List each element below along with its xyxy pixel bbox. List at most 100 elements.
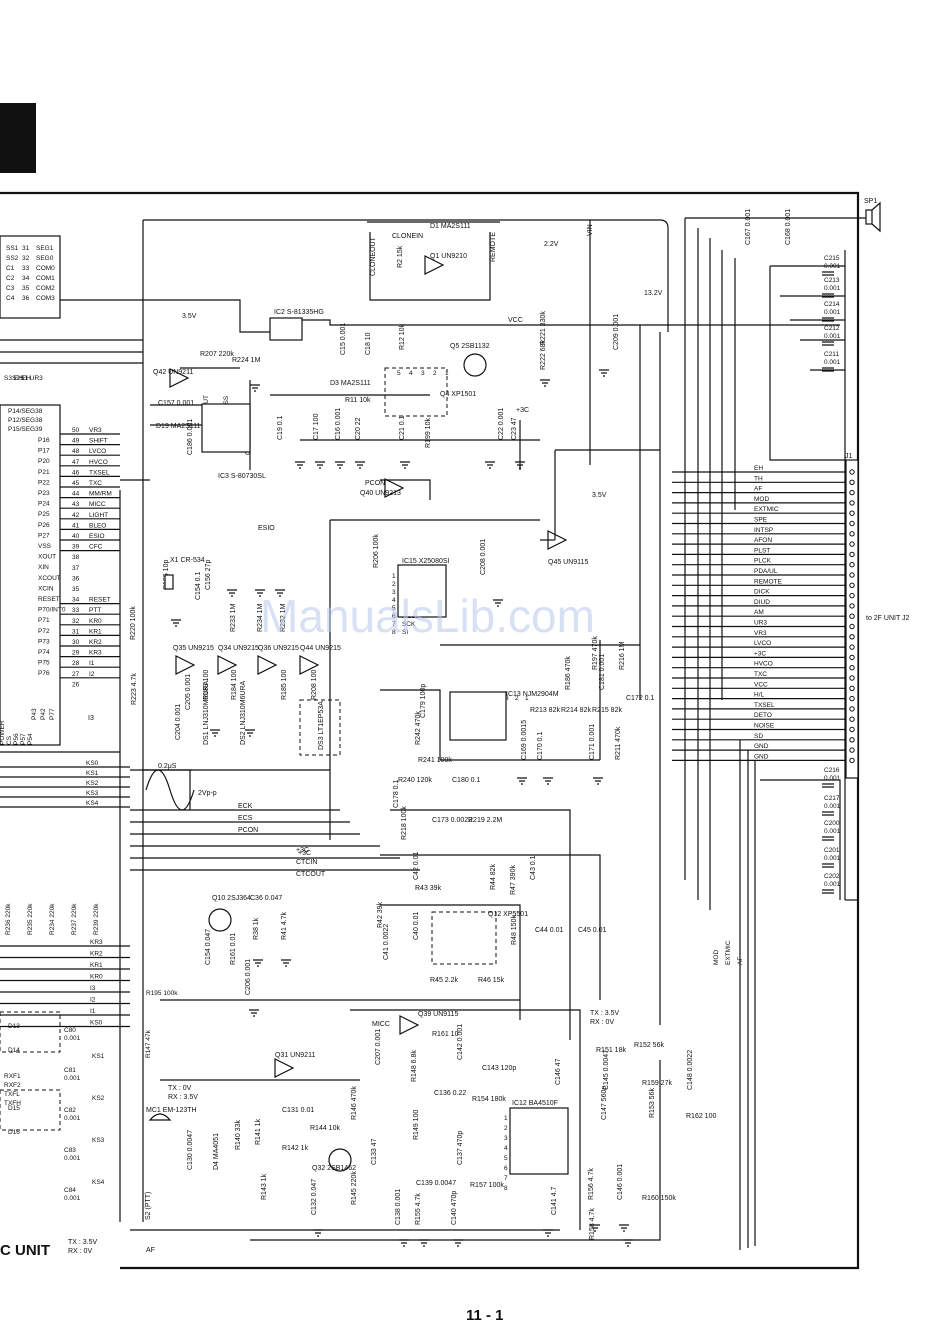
- top-c167: C167 0.001: [745, 209, 752, 245]
- key-label-ks1: KS1: [86, 770, 99, 777]
- cpu-signal-vr3: VR3: [89, 427, 102, 434]
- j1-signal-3c: +3C: [754, 650, 766, 657]
- mic-r160: R160 150k: [642, 1195, 676, 1202]
- top-pcon: PCON: [365, 480, 385, 487]
- cpu-pin-p70-int0: P70/INT0: [38, 607, 66, 614]
- mid-q45: Q45 UN9115: [548, 559, 588, 566]
- mid-ic15-nums-8: 8: [392, 629, 396, 636]
- right-cap-value-c213-0-001: 0.001: [824, 285, 841, 292]
- right-cap-c214-0-001: C214: [824, 301, 840, 308]
- keymatrix-cap-value-c82-0-001: 0.001: [64, 1115, 81, 1122]
- mic-r148: R148 6.8k: [411, 1050, 418, 1082]
- mid-c154: C154 0.1: [195, 571, 202, 600]
- lcd-pin-c4: C4: [6, 295, 15, 302]
- j1-pin: [849, 737, 855, 743]
- ctcss-r44: R44 82k: [490, 863, 497, 890]
- filter-c171: C171 0.001: [589, 724, 596, 760]
- filter-c178: C178 0.1: [393, 779, 400, 808]
- ground-symbol: [517, 777, 527, 785]
- cpu-bottom-pin-p77: P77: [49, 708, 56, 720]
- right-cap-c217-0-001: C217: [824, 795, 840, 802]
- vert-label-af: AF: [737, 957, 744, 965]
- mic-c148: C148 0.0022: [687, 1050, 694, 1090]
- rail-r3-5v-mid: 3.5V: [592, 492, 607, 499]
- cpu-pin-num-43: 43: [72, 501, 80, 508]
- cpu-signal-kr2: KR2: [89, 639, 102, 646]
- mic-r143: R143 1k: [261, 1173, 268, 1200]
- top-cloneout: CLONEOUT: [370, 236, 377, 276]
- cpu-pin-num-35: 35: [72, 586, 80, 593]
- j1-signal-remote: REMOTE: [754, 578, 782, 585]
- j1-signal-dick: DICK: [754, 589, 770, 596]
- filter-c169: C169 0.0015: [521, 720, 528, 760]
- cpu-pin-num-49: 49: [72, 438, 80, 445]
- mic-d4: D4 MA4051: [213, 1133, 220, 1170]
- mic-c207: C207 0.001: [375, 1029, 382, 1065]
- mid-r232: R232 1M: [280, 603, 287, 632]
- unit-label: C UNIT: [0, 1242, 50, 1259]
- j1-signal-mod: MOD: [754, 496, 769, 503]
- filter-c180: C180 0.1: [452, 777, 481, 784]
- rail-tx-rx-6: RX : 0V: [68, 1248, 92, 1255]
- rail-p3c-mid: +3C: [298, 850, 311, 857]
- lcd-num-32: 32: [22, 255, 30, 262]
- cpu-pin-num-38: 38: [72, 554, 80, 561]
- mic-c146b: C146 47: [555, 1058, 562, 1085]
- mid-ic15-nums-5: 5: [392, 605, 396, 612]
- opamp-symbol: [384, 478, 405, 498]
- key-label-ks3: KS3: [86, 790, 99, 797]
- lcd-seg-com1: COM1: [36, 275, 55, 282]
- ground-symbol: [515, 461, 525, 469]
- mic-r155: R155 4.7k: [415, 1193, 422, 1225]
- ctcss-c43: C43 0.1: [530, 855, 537, 880]
- keymatrix-diode-d13: D13: [8, 1023, 20, 1030]
- symbols: [148, 255, 633, 1247]
- keymatrix-cap-value-c81-0-001: 0.001: [64, 1075, 81, 1082]
- cpu-pin-num-37: 37: [72, 565, 80, 572]
- mic-r153: R153 56k: [649, 1088, 656, 1118]
- cpu-pin-p71: P71: [38, 617, 50, 624]
- resistor-r147: R147 47k: [145, 1029, 152, 1058]
- mic-ic12-pins-6: 6: [504, 1165, 508, 1172]
- rail-r2-2v: 2.2V: [544, 241, 559, 248]
- ground-symbol: [315, 461, 325, 469]
- mic-r151: R151 18k: [596, 1047, 626, 1054]
- right-cap-c211-0-001: C211: [824, 351, 839, 358]
- mid-r233: R233 1M: [230, 603, 237, 632]
- connector-j1: J1 to 2F UNIT J2 EHTHAFMODEXTMICSPEINTSP…: [672, 453, 910, 965]
- mic-c147: C147 560p: [601, 1086, 608, 1120]
- cpu-pin-num-46: 46: [72, 469, 80, 476]
- mid-r234: R234 1M: [257, 603, 264, 632]
- top-r221: R221 330k: [540, 311, 547, 345]
- mic-ic12: IC12 BA4510F: [512, 1100, 558, 1107]
- cpu-pin-num-47: 47: [72, 459, 80, 466]
- mic-r142: R142 1k: [282, 1145, 309, 1152]
- cpu-pin-num-26: 26: [72, 681, 80, 688]
- right-cap-value-c216-0-001: 0.001: [824, 775, 841, 782]
- ground-symbol: [249, 1009, 259, 1017]
- j1-pin: [849, 520, 855, 527]
- j1-pin: [849, 654, 855, 661]
- key-label-ks2: KS2: [86, 780, 99, 787]
- cpu-pin-num-41: 41: [72, 522, 80, 529]
- mid-r185: R185 100: [281, 670, 288, 700]
- j1-pin: [849, 716, 855, 722]
- cpu-bottom-label-p56: P56: [13, 733, 20, 745]
- keymatrix-cap-c80-0-001: C80: [64, 1027, 76, 1034]
- cpu-pin-p21: P21: [38, 469, 50, 476]
- mic-c130: C130 0.0047: [187, 1130, 194, 1170]
- mic-c136: C136 0.22: [434, 1090, 466, 1097]
- cpu-bottom-pin-p43: P43: [31, 708, 38, 720]
- cpu-pin-reset: RESET: [38, 596, 60, 603]
- rx-label-rxf1: RXF1: [4, 1073, 21, 1080]
- keymatrix-resistor-r235-220k: R235 220k: [27, 903, 34, 935]
- cap-plates: [822, 783, 834, 788]
- mic-ic12-pins-1: 1: [504, 1115, 508, 1122]
- top-q1: Q1 UN9210: [430, 253, 467, 260]
- lcd-note-1: S3 EH: [4, 375, 23, 382]
- cap-plates: [822, 863, 834, 868]
- ctcss-r47: R47 390k: [510, 865, 517, 895]
